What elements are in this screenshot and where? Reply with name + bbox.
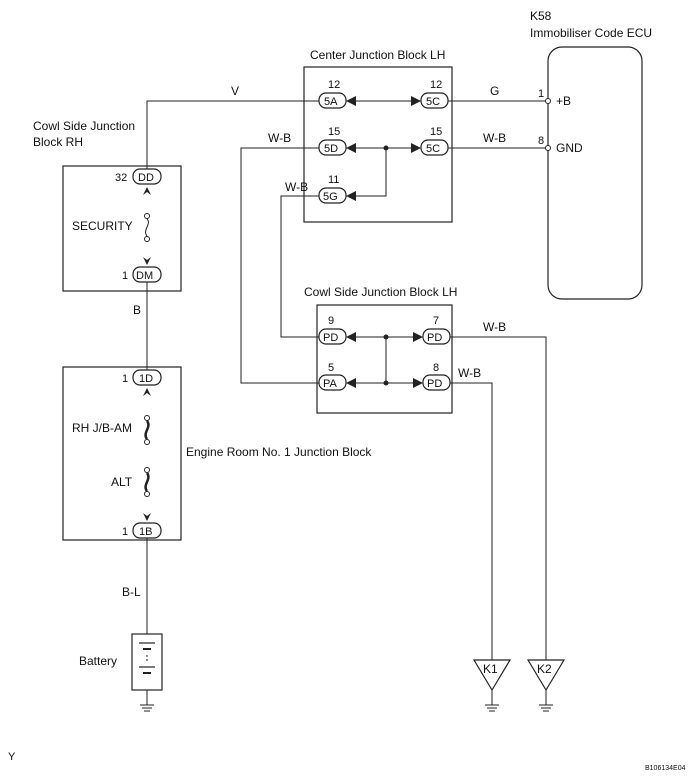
figure-id: B106134E04 xyxy=(645,765,686,772)
connector-pd-7-label: PD xyxy=(427,332,442,344)
center-jb-pin-11: 11 xyxy=(328,174,339,186)
engine-jb-arrow-bottom xyxy=(143,513,151,521)
cowl-rh-title-2: Block RH xyxy=(33,135,83,149)
cowl-lh-box xyxy=(316,304,453,414)
ground-k1-icon xyxy=(485,704,499,712)
wire-wb-5g-pd xyxy=(280,195,319,338)
connector-5g-label: 5G xyxy=(323,191,338,203)
ecu-code: K58 xyxy=(530,9,552,23)
center-jb-arrow-5c-top xyxy=(411,96,421,106)
rh-jb-am-fuse-icon xyxy=(144,420,150,440)
battery-icon xyxy=(139,642,155,674)
wire-v-label: V xyxy=(231,84,239,98)
security-fuse-terminal-bottom xyxy=(144,236,150,242)
center-jb-box xyxy=(303,66,453,223)
ecu-terminal-1 xyxy=(545,98,551,104)
cowl-rh-pin-32: 32 xyxy=(115,172,127,184)
ground-k2-icon xyxy=(539,704,553,712)
rh-jb-am-terminal-top xyxy=(144,415,150,421)
connector-1b-label: 1B xyxy=(139,526,152,538)
cowl-lh-arrow-9 xyxy=(346,332,356,342)
rh-jb-am-terminal-bottom xyxy=(144,439,150,445)
corner-mark: Y xyxy=(8,751,16,763)
engine-jb-arrow-top xyxy=(143,388,151,396)
ecu-terminal-8 xyxy=(545,145,551,151)
connector-5a-label: 5A xyxy=(324,96,338,108)
wire-wb-k1-label: W-B xyxy=(458,366,481,380)
ecu-box xyxy=(547,46,643,300)
wire-wb-k2-label: W-B xyxy=(483,320,506,334)
wire-wb-5g-label: W-B xyxy=(285,180,308,194)
center-jb-link-5g xyxy=(356,148,387,197)
ecu-pin-8-number: 8 xyxy=(538,135,544,147)
cowl-lh-arrow-5 xyxy=(346,378,356,388)
ecu-name: Immobiliser Code ECU xyxy=(530,26,652,40)
ground-k2-label: K2 xyxy=(537,662,552,676)
cowl-rh-title-1: Cowl Side Junction xyxy=(33,119,135,133)
cowl-lh-arrow-7 xyxy=(413,332,423,342)
center-jb-arrow-5c-bottom xyxy=(411,143,421,153)
cowl-lh-pin-9: 9 xyxy=(328,315,334,327)
center-jb-arrow-5a xyxy=(346,96,356,106)
ground-k2-triangle xyxy=(526,659,566,692)
center-jb-pin-12a: 12 xyxy=(328,79,340,91)
cowl-rh-arrow-bottom xyxy=(143,257,151,265)
rh-jb-am-fuse-label: RH J/B-AM xyxy=(72,421,132,435)
connector-dd-label: DD xyxy=(138,172,154,184)
engine-jb-pin-1b: 1 xyxy=(122,526,128,538)
ecu-pin-1-name: +B xyxy=(556,94,571,108)
wire-wb-k2 xyxy=(450,336,547,660)
connector-pd-9-label: PD xyxy=(323,332,338,344)
wire-wb-5d-label: W-B xyxy=(268,131,291,145)
cowl-rh-arrow-top xyxy=(143,187,151,195)
wire-wb-gnd-label: W-B xyxy=(483,131,506,145)
connector-pa-label: PA xyxy=(323,378,338,390)
security-fuse-icon xyxy=(145,218,149,237)
cowl-lh-junction-dot-bottom xyxy=(383,380,389,386)
center-jb-arrow-5d xyxy=(346,143,356,153)
ecu-pin-1-number: 1 xyxy=(538,88,544,100)
connector-1d-label: 1D xyxy=(139,373,153,385)
center-jb-title: Center Junction Block LH xyxy=(310,48,445,62)
wire-wb-5d-pa xyxy=(240,147,319,384)
ground-k1-triangle xyxy=(472,659,512,692)
engine-jb-pin-1d: 1 xyxy=(122,373,128,385)
wire-bl-label: B-L xyxy=(122,585,141,599)
cowl-lh-arrow-8 xyxy=(413,378,423,388)
connector-5d-label: 5D xyxy=(324,143,338,155)
connector-5c-top-label: 5C xyxy=(426,96,440,108)
alt-fuse-label: ALT xyxy=(111,475,133,489)
cowl-lh-pin-7: 7 xyxy=(433,315,439,327)
alt-terminal-top xyxy=(144,467,150,473)
center-jb-pin-12c: 12 xyxy=(430,79,442,91)
security-fuse-label: SECURITY xyxy=(72,219,133,233)
alt-fuse-icon xyxy=(144,472,150,492)
connector-dm-label: DM xyxy=(136,270,153,282)
cowl-rh-box xyxy=(62,165,182,292)
cowl-lh-title: Cowl Side Junction Block LH xyxy=(304,285,457,299)
cowl-lh-junction-dot-top xyxy=(383,334,389,340)
battery-ground-icon xyxy=(140,704,154,712)
engine-jb-box xyxy=(62,366,182,541)
ecu-pin-8-name: GND xyxy=(556,141,583,155)
battery-label: Battery xyxy=(79,654,117,668)
center-jb-pin-15c: 15 xyxy=(430,126,442,138)
wire-b-label: B xyxy=(133,303,141,317)
engine-jb-title: Engine Room No. 1 Junction Block xyxy=(186,445,372,459)
wire-g-label: G xyxy=(490,84,499,98)
security-fuse-terminal-top xyxy=(144,213,150,219)
ground-k1-label: K1 xyxy=(483,662,498,676)
cowl-lh-pin-8: 8 xyxy=(433,362,439,374)
center-jb-pin-15d: 15 xyxy=(328,126,340,138)
wire-wb-k1 xyxy=(450,382,493,660)
cowl-rh-pin-1: 1 xyxy=(122,270,128,282)
alt-terminal-bottom xyxy=(144,491,150,497)
connector-5c-bottom-label: 5C xyxy=(426,143,440,155)
connector-pd-8-label: PD xyxy=(427,378,442,390)
wire-v xyxy=(146,100,319,169)
center-jb-arrow-5g xyxy=(346,191,356,201)
cowl-lh-pin-5: 5 xyxy=(328,362,334,374)
